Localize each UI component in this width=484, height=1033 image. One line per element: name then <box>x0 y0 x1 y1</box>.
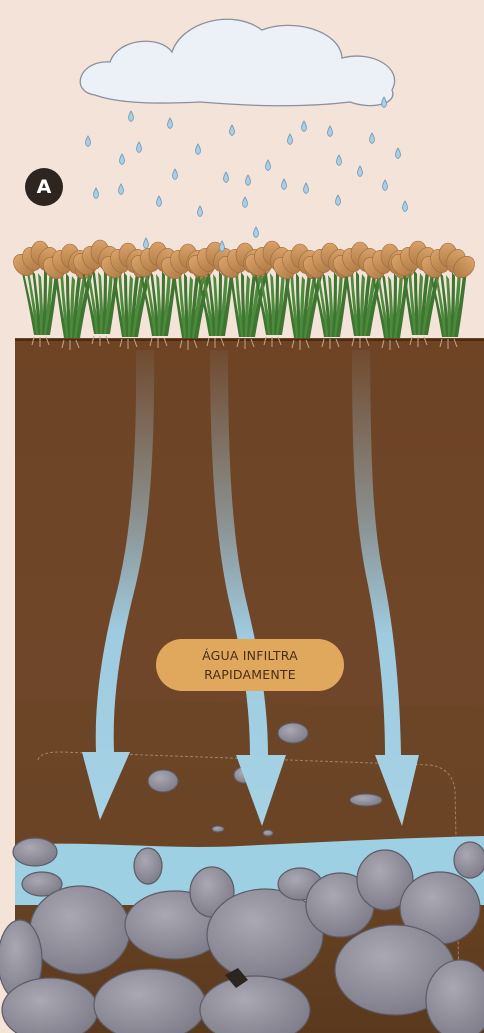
raindrop-icon <box>137 142 142 153</box>
raindrop-icon <box>198 206 203 217</box>
raindrop-icon <box>243 197 248 208</box>
raindrop-icon <box>86 136 91 147</box>
raindrop-icon <box>254 227 259 238</box>
raindrop-icon <box>120 154 125 165</box>
pebble <box>278 723 308 743</box>
callout-line-1: ÁGUA INFILTRA <box>202 646 298 665</box>
pebble <box>350 794 382 806</box>
raindrop-icon <box>302 121 307 132</box>
raindrop-icon <box>157 196 162 207</box>
raindrop-icon <box>370 133 375 144</box>
grass-row <box>9 240 479 350</box>
raindrop-icon <box>266 160 271 171</box>
raindrop-icon <box>196 144 201 155</box>
rock-icon <box>134 848 162 884</box>
pebble <box>263 830 273 836</box>
rock-icon <box>13 838 57 866</box>
raindrop-icon <box>336 195 341 206</box>
panel-label-badge: A <box>25 168 63 206</box>
raindrop-icon <box>129 111 134 122</box>
raindrop-icon <box>168 118 173 129</box>
raindrop-icon <box>173 169 178 180</box>
rain <box>86 97 408 252</box>
raindrop-icon <box>119 184 124 195</box>
raindrop-icon <box>224 172 229 183</box>
raindrop-icon <box>94 188 99 199</box>
raindrop-icon <box>328 126 333 137</box>
infiltration-callout: ÁGUA INFILTRA RAPIDAMENTE <box>156 639 344 691</box>
raindrop-icon <box>282 179 287 190</box>
raindrop-icon <box>337 155 342 166</box>
raindrop-icon <box>403 201 408 212</box>
pebble <box>212 826 224 832</box>
raindrop-icon <box>304 183 309 194</box>
raindrop-icon <box>396 148 401 159</box>
raindrop-icon <box>144 238 149 249</box>
rock-icon <box>94 969 206 1033</box>
raindrop-icon <box>220 241 225 252</box>
rock-icon <box>454 842 484 878</box>
raindrop-icon <box>230 125 235 136</box>
cloud-icon <box>80 19 394 106</box>
raindrop-icon <box>358 166 363 177</box>
rock-icon <box>30 886 130 974</box>
raindrop-icon <box>288 134 293 145</box>
raindrop-icon <box>246 175 251 186</box>
pebble <box>148 770 178 792</box>
raindrop-icon <box>383 180 388 191</box>
callout-line-2: RAPIDAMENTE <box>204 665 296 684</box>
